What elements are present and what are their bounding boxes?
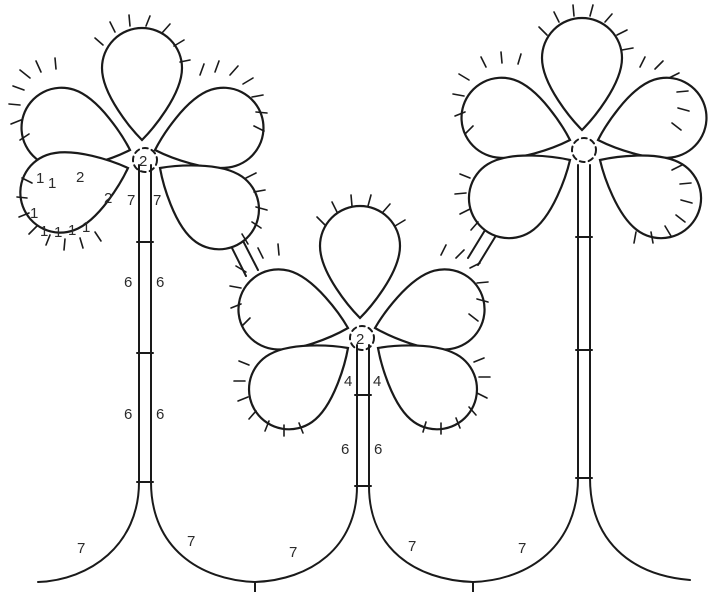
label-stem-6-right: 6 (374, 441, 382, 458)
stem-middle (355, 345, 371, 486)
label-petal-1-6: 1 (68, 222, 76, 239)
label-arc-7-1: 7 (77, 540, 85, 557)
bottom-arcs (38, 478, 690, 592)
label-center: 2 (139, 153, 147, 170)
label-petal-1-4: 1 (40, 223, 48, 240)
label-arc-7-2: 7 (187, 533, 195, 550)
label-petal-2a: 2 (76, 169, 84, 186)
label-stem-top-right: 7 (153, 192, 161, 209)
label-stem-6a-right: 6 (156, 274, 164, 291)
label-petal-2b: 2 (104, 190, 112, 207)
label-arc-7-5: 7 (518, 540, 526, 557)
label-petal-1-5: 1 (54, 224, 62, 241)
center-ring (572, 138, 596, 162)
arc-labels: 7 7 7 7 7 (77, 533, 526, 561)
label-center: 2 (356, 331, 364, 348)
label-petal-1-3: 1 (30, 205, 38, 222)
stem-right (576, 165, 592, 478)
label-stem-top-left: 7 (127, 192, 135, 209)
flower-top-right (451, 5, 711, 253)
label-petal-1-7: 1 (82, 219, 90, 236)
label-stem-4-right: 4 (373, 373, 381, 390)
label-stem-4-left: 4 (344, 373, 352, 390)
label-stem-6b-right: 6 (156, 406, 164, 423)
label-petal-1-2: 1 (48, 175, 56, 192)
label-stem-6a-left: 6 (124, 274, 132, 291)
stem-left (137, 165, 153, 482)
label-petal-1-1: 1 (36, 170, 44, 187)
label-stem-6b-left: 6 (124, 406, 132, 423)
label-arc-7-3: 7 (289, 544, 297, 561)
flower-middle: 2 4 4 6 6 (229, 195, 493, 458)
label-arc-7-4: 7 (408, 538, 416, 555)
flower-top-left: 2 7 7 6 6 6 6 2 2 1 1 1 1 1 1 1 (9, 15, 275, 423)
label-stem-6-left: 6 (341, 441, 349, 458)
petal-top (320, 206, 400, 318)
